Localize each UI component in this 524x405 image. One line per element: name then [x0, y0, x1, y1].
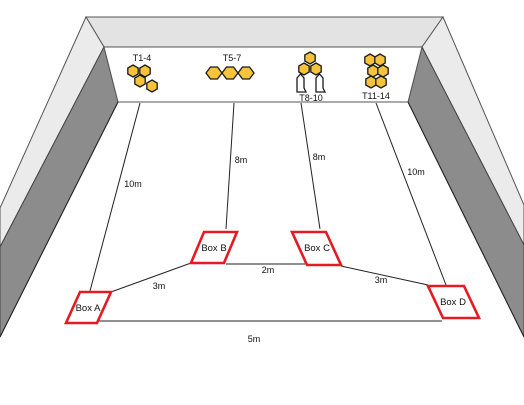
target-label: T11-14	[362, 91, 390, 101]
line-box-c-to-box-d	[340, 265, 429, 286]
distance-label: 3m	[153, 281, 166, 291]
hex-target	[310, 62, 322, 76]
hex-target	[139, 64, 151, 78]
hex-target	[365, 75, 377, 89]
hex-target	[375, 75, 387, 89]
box-d: Box D	[425, 284, 482, 320]
box-label: Box B	[201, 243, 226, 254]
box-label: Box D	[440, 297, 466, 308]
right-wall-top	[421, 15, 524, 246]
hex-target	[364, 53, 376, 67]
hex-target	[304, 51, 316, 65]
hex-target	[237, 66, 255, 80]
hex-target	[146, 79, 158, 93]
line-box-c-to-t8-10	[300, 102, 321, 230]
distance-lines	[89, 102, 447, 322]
target-t5-7: T5-7	[205, 53, 255, 80]
hex-target	[221, 66, 239, 80]
box-label: Box C	[304, 243, 330, 254]
line-box-b-to-t5-7	[225, 102, 235, 230]
box-a: Box A	[63, 290, 114, 325]
target-label: T1-4	[133, 53, 152, 63]
distance-label: 10m	[124, 179, 142, 189]
target-label: T5-7	[223, 53, 242, 63]
shooting-box-outline	[63, 290, 114, 325]
no-shoot-silhouette	[296, 73, 308, 93]
line-box-a-to-box-b	[110, 262, 192, 293]
shooting-box-outline	[289, 230, 344, 267]
no-shoot-silhouette	[315, 73, 327, 93]
target-t8-10: T8-10	[296, 51, 327, 103]
floor-left-edge	[0, 101, 119, 338]
distance-label: 8m	[235, 155, 248, 165]
target-t1-4: T1-4	[127, 53, 158, 93]
hex-target	[127, 64, 139, 78]
shooting-box-outline	[425, 284, 482, 320]
distance-label: 10m	[407, 167, 425, 177]
distance-label: 2m	[262, 265, 275, 275]
range-walls	[0, 15, 524, 338]
distance-label: 3m	[375, 275, 388, 285]
box-b: Box B	[189, 230, 239, 265]
hex-target	[298, 62, 310, 76]
hex-target	[374, 53, 386, 67]
target-label: T8-10	[299, 93, 323, 103]
floor-right-edge	[407, 101, 524, 338]
distance-label: 5m	[248, 334, 261, 344]
line-box-a-to-t1-4	[89, 102, 141, 292]
hex-target	[205, 66, 223, 80]
line-box-d-to-t11-14	[375, 102, 447, 286]
distance-labels: 10m 8m 8m 10m 3m 2m 3m 5m	[124, 152, 425, 344]
back-wall-top	[85, 16, 444, 48]
shooting-box-outline	[189, 230, 239, 265]
box-label: Box A	[76, 303, 101, 314]
box-c: Box C	[289, 230, 344, 267]
distance-label: 8m	[313, 152, 326, 162]
target-t11-14: T11-14	[362, 53, 390, 101]
left-wall-top	[0, 15, 105, 248]
hex-target	[367, 64, 379, 78]
hex-target	[134, 74, 146, 88]
hex-target	[377, 64, 389, 78]
